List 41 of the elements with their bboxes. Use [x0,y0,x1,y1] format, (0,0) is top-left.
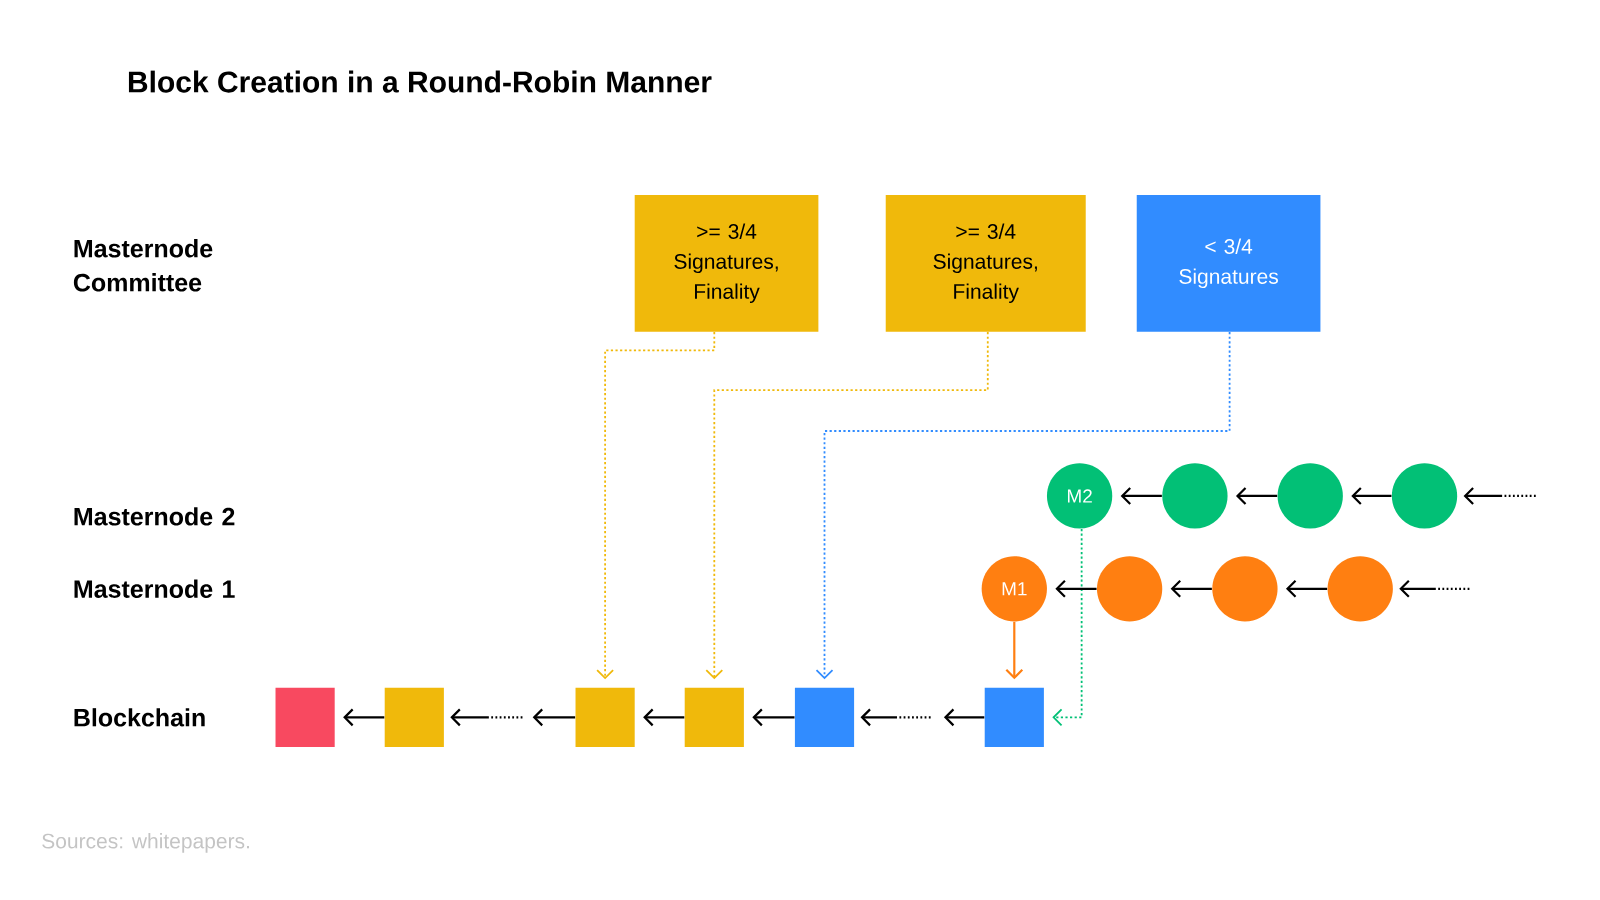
source-note: Sources: whitepapers. [42,833,249,853]
row-label: Masternode Committee [73,239,213,292]
block-circle [1277,463,1343,529]
arrow [1055,580,1097,598]
signature-box: < 3/4 Signatures [1136,194,1321,332]
block-square [684,687,744,747]
block-circle [1212,556,1278,622]
row-label: Masternode 1 [74,579,235,598]
block-square [275,687,335,747]
signature-box: >= 3/4 Signatures, Finality [634,194,819,332]
arrow [1285,580,1328,598]
dotted-arrow [1399,580,1470,598]
arrow [343,708,385,727]
dotted-arrow [1463,487,1536,505]
dotted-arrow [705,331,989,680]
arrow [1170,580,1212,598]
dotted-arrow [596,669,614,680]
arrow [752,708,795,727]
row-label: Masternode 2 [74,507,235,526]
arrow [532,708,576,727]
block-circle [1327,556,1393,622]
arrow [1235,487,1278,505]
dotted-arrow [450,708,523,727]
title: Block Creation in a Round-Robin Manner [128,70,712,93]
arrow [943,708,985,727]
arrow [1351,487,1392,505]
dotted-arrow [860,708,931,727]
dotted-arrow [1052,528,1083,727]
row-label: Blockchain [74,708,205,727]
arrow [643,708,685,727]
block-circle [1391,463,1458,529]
signature-box: >= 3/4 Signatures, Finality [885,194,1086,332]
arrow [1005,621,1024,680]
block-square [575,687,635,747]
block-circle [1096,556,1163,622]
arrow [1120,487,1162,505]
block-square [384,687,444,747]
block-circle [1162,463,1228,529]
dotted-arrow [815,331,1231,680]
block-square [984,687,1044,747]
block-square [794,687,855,747]
